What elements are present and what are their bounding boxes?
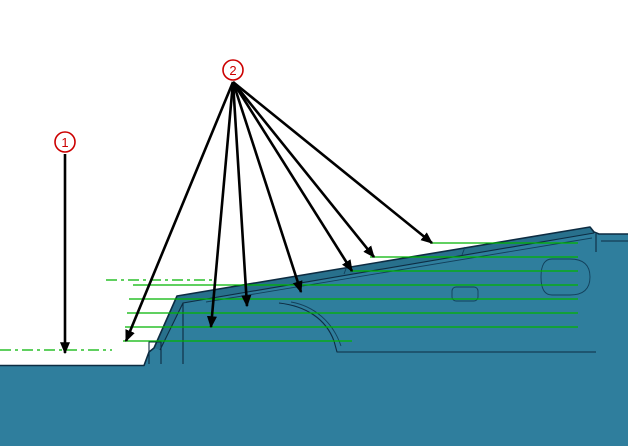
- rim-tick-2: [461, 246, 466, 256]
- callout-arrow: [206, 81, 235, 329]
- callout-badges: 1 2: [54, 59, 244, 153]
- callout-1: 1: [54, 131, 76, 153]
- inner-rim-edge: [182, 232, 595, 304]
- callout-arrow: [231, 81, 303, 294]
- callout-arrow: [124, 81, 235, 343]
- inner-rim-edge-2: [205, 237, 593, 303]
- part-top-profile-edge: [0, 226, 628, 367]
- small-boss-outline: [451, 286, 479, 302]
- step-notch-edge: [148, 341, 162, 364]
- part-geometry: [0, 226, 628, 446]
- callout-arrow: [231, 81, 252, 308]
- callout-2-label: 2: [229, 63, 236, 78]
- callout-arrow: [231, 81, 354, 273]
- pocket-curve-edge-2: [290, 301, 342, 347]
- callout-2: 2: [222, 59, 244, 81]
- left-face-inner-edge: [159, 302, 184, 364]
- callout-arrows: [59, 80, 433, 355]
- part-left-face-band: [154, 296, 183, 350]
- callout-arrow: [232, 80, 433, 245]
- callout-2-circle: [222, 59, 244, 81]
- part-body: [0, 227, 628, 446]
- section-lines: [0, 242, 578, 351]
- right-slot-outline: [540, 258, 591, 296]
- part-rim-band: [177, 227, 594, 303]
- callout-1-circle: [54, 131, 76, 153]
- callout-1-label: 1: [61, 135, 68, 150]
- callout-arrow: [231, 81, 376, 258]
